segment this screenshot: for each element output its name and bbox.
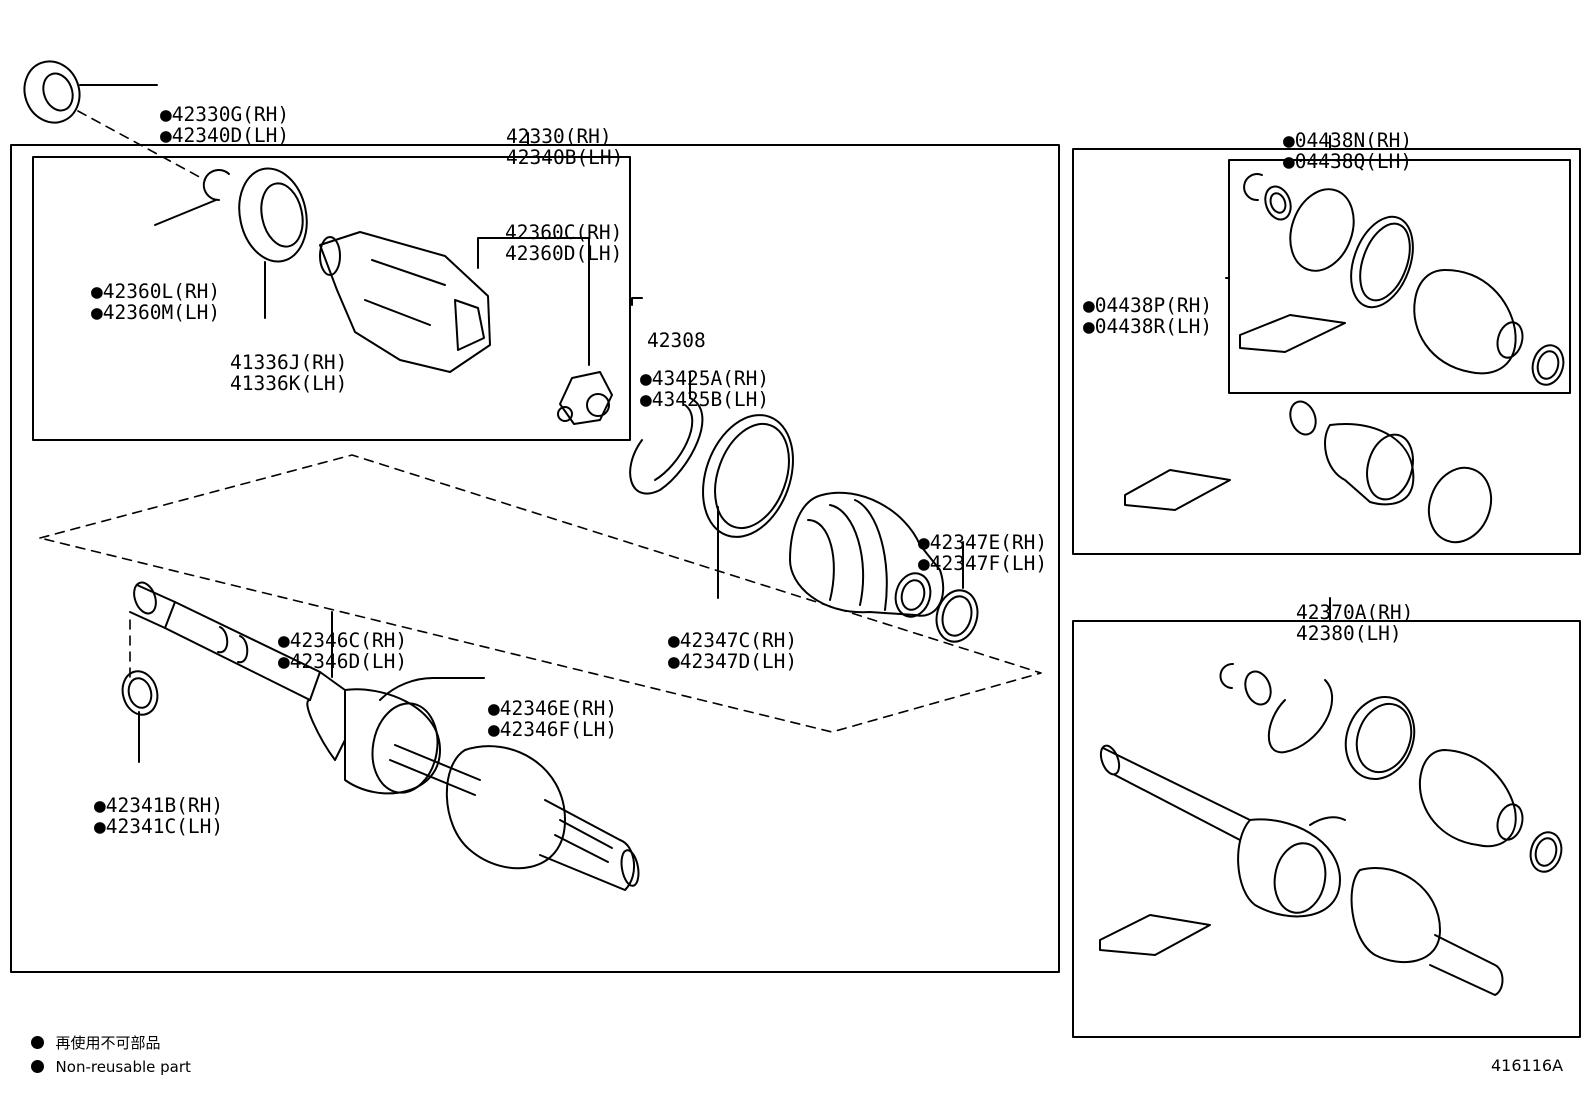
label-boot-kit-inner: ●04438P(RH)●04438R(LH): [1083, 294, 1213, 338]
main-frame: [10, 144, 1060, 973]
label-shaft-assy: 42370A(RH)42380(LH): [1296, 601, 1414, 645]
label-band-42346cd: ●42346C(RH)●42346D(LH): [278, 629, 408, 673]
bullet-icon: [30, 1036, 44, 1049]
boot-kit-inner-frame: [1228, 159, 1571, 394]
label-joint-assy: 42330(RH)42340B(LH): [506, 125, 624, 169]
label-boot-kit-outer: ●04438N(RH)●04438Q(LH): [1283, 129, 1413, 173]
inner-joint-frame: [32, 156, 631, 441]
label-snap-ring-inner: ●42360L(RH)●42360M(LH): [91, 280, 221, 324]
diagram-code: 416116A: [1491, 1056, 1564, 1075]
label-clamp-large: ●42347C(RH)●42347D(LH): [668, 629, 798, 673]
label-housing: 41336J(RH)41336K(LH): [230, 351, 348, 395]
label-ring-43425: ●43425A(RH)●43425B(LH): [640, 367, 770, 411]
shaft-assy-frame: [1072, 620, 1581, 1038]
bullet-icon: [30, 1060, 44, 1073]
label-clamp-small: ●42347E(RH)●42347F(LH): [918, 531, 1048, 575]
boot-kit-frame: [1072, 148, 1581, 555]
label-tripod: 42360C(RH)42360D(LH): [505, 221, 623, 265]
legend-en: Non-reusable part: [21, 1040, 191, 1076]
label-band-42346ef: ●42346E(RH)●42346F(LH): [488, 697, 618, 741]
legend-jp: 再使用不可部品: [21, 1014, 161, 1053]
label-ring-42341: ●42341B(RH)●42341C(LH): [94, 794, 224, 838]
label-seal-outer: ●42330G(RH)●42340D(LH): [160, 103, 290, 147]
label-kit-42308: 42308: [647, 329, 706, 352]
